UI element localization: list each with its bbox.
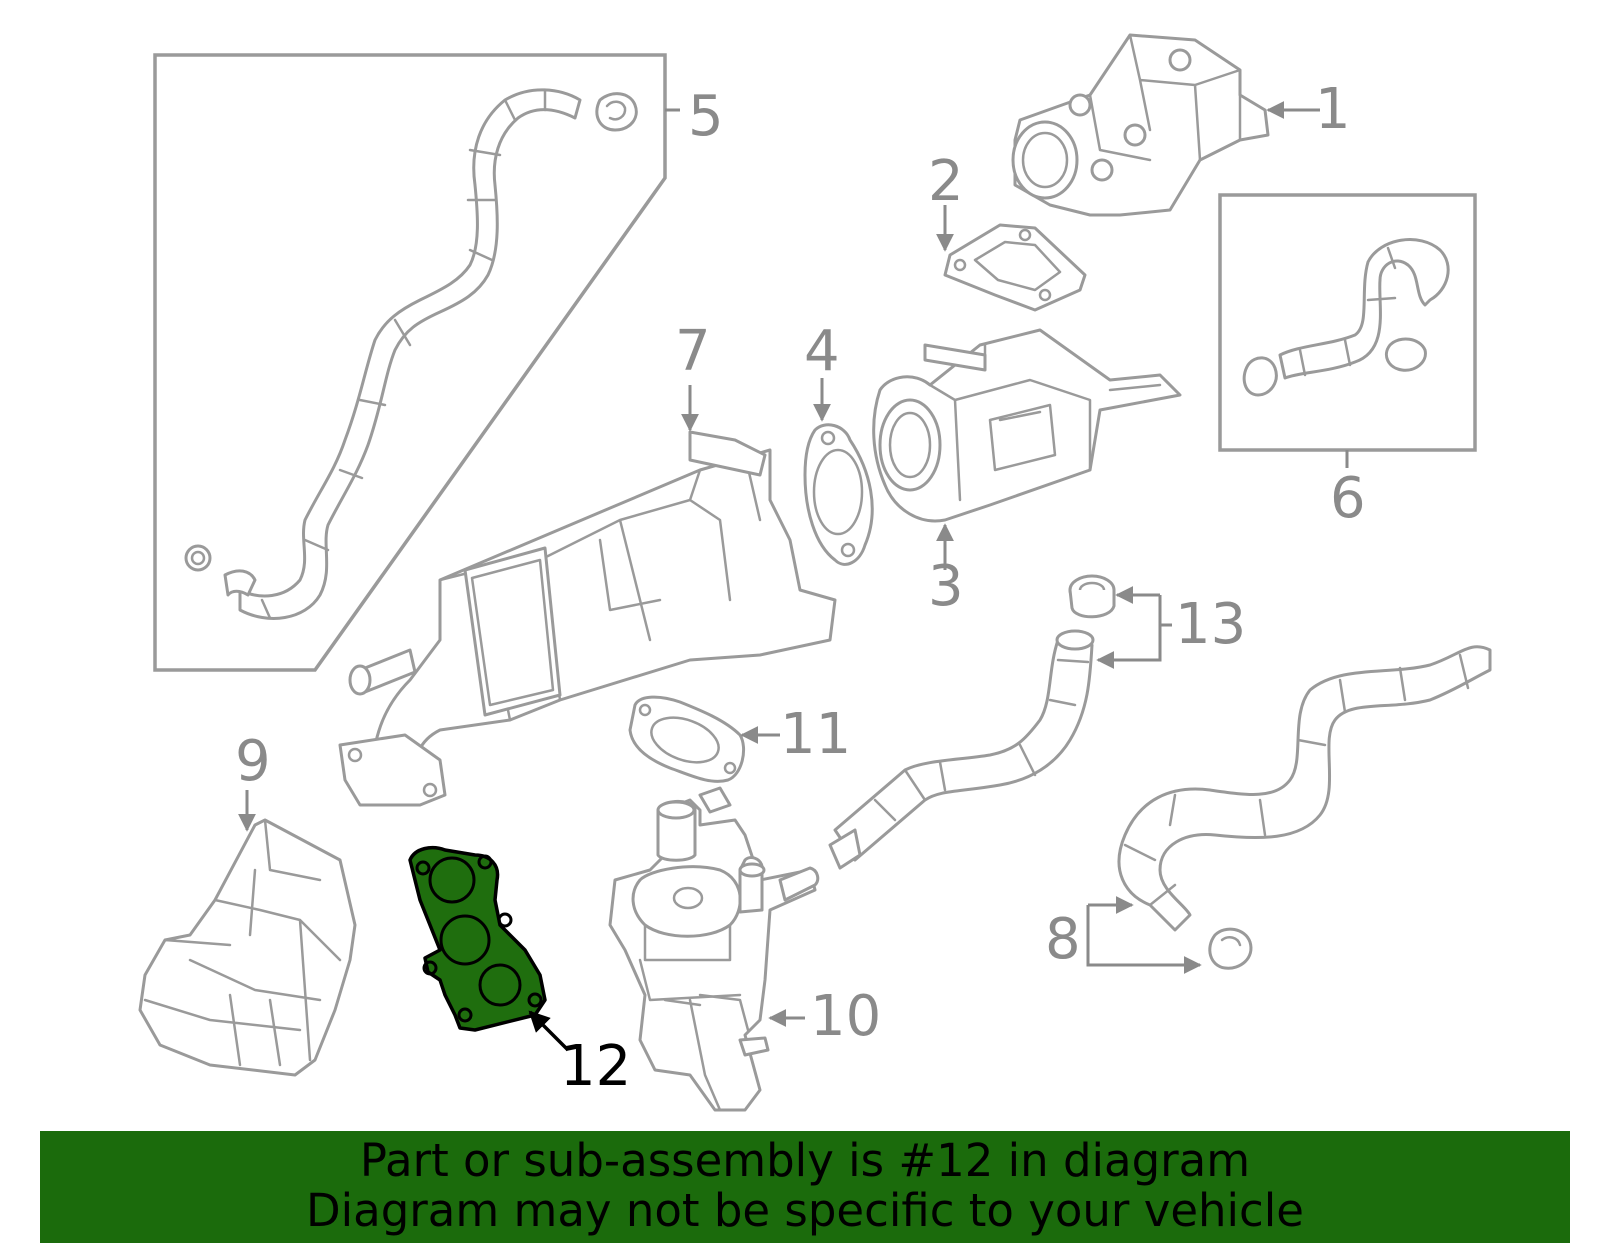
callout-7: 7 bbox=[675, 319, 711, 384]
callout-12: 12 bbox=[560, 1034, 631, 1099]
callout-3: 3 bbox=[928, 554, 964, 619]
part-5-hose-kit bbox=[153, 53, 680, 672]
callout-11: 11 bbox=[780, 702, 851, 767]
callout-1: 1 bbox=[1315, 77, 1351, 142]
callout-8: 8 bbox=[1045, 907, 1081, 972]
callout-10: 10 bbox=[810, 984, 881, 1049]
part-6-hose-kit bbox=[1218, 193, 1477, 468]
part-11-gasket bbox=[628, 695, 780, 783]
part-3-egr-housing bbox=[872, 328, 1182, 570]
part-8-hose bbox=[1086, 645, 1492, 974]
part-4-gasket bbox=[803, 378, 874, 566]
part-12-gasket-highlighted bbox=[408, 846, 570, 1052]
banner-line-disclaimer: Diagram may not be specific to your vehi… bbox=[306, 1184, 1304, 1237]
callout-4: 4 bbox=[804, 319, 840, 384]
part-2-gasket bbox=[936, 205, 1087, 312]
part-7-egr-cooler bbox=[338, 385, 837, 807]
callout-2: 2 bbox=[928, 149, 964, 214]
callout-5: 5 bbox=[688, 84, 724, 149]
info-banner: Part or sub-assembly is #12 in diagram D… bbox=[40, 1131, 1570, 1243]
part-1-egr-valve bbox=[1011, 33, 1320, 217]
part-10-water-outlet bbox=[608, 786, 820, 1112]
callout-13: 13 bbox=[1175, 592, 1246, 657]
part-13-hose bbox=[828, 574, 1172, 870]
callout-6: 6 bbox=[1330, 466, 1366, 531]
callout-9: 9 bbox=[235, 729, 271, 794]
part-9-cover bbox=[138, 790, 357, 1077]
banner-line-part-number: Part or sub-assembly is #12 in diagram bbox=[359, 1134, 1251, 1187]
